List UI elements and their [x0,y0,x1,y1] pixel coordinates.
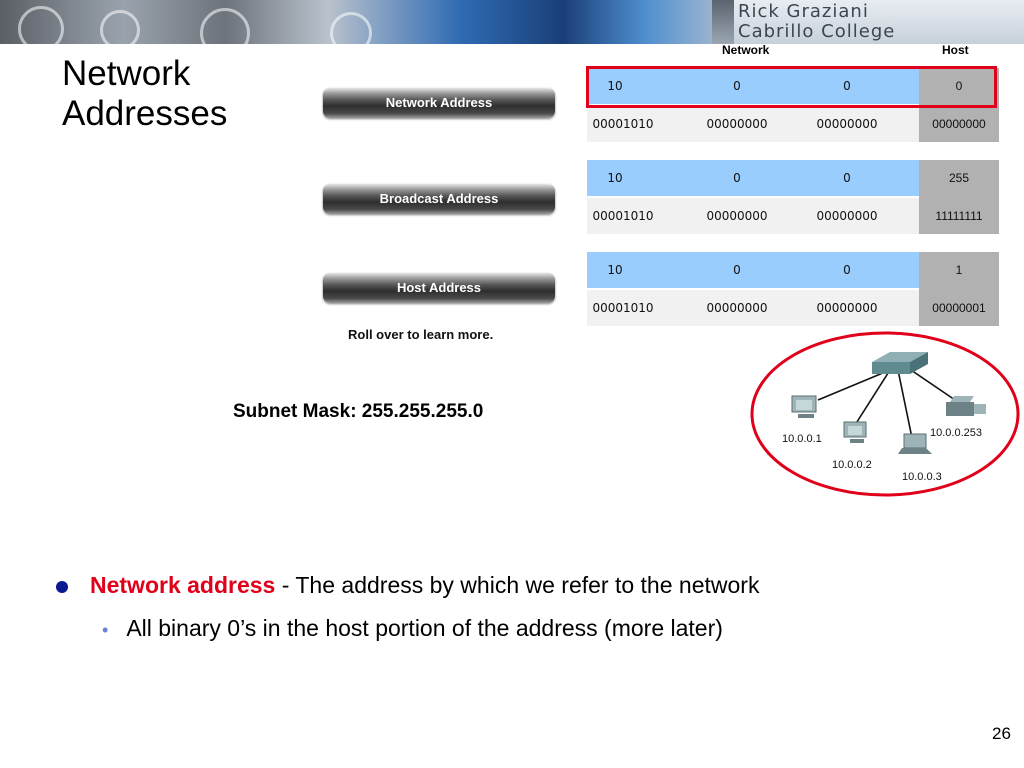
octet-3: 0 [843,171,851,185]
octet-1-binary: 00001010 [592,301,654,315]
printer-icon [946,396,986,416]
cable-graphic [330,12,372,44]
bullet-term: Network address [90,572,276,598]
octet-3: 0 [843,263,851,277]
octet-1-binary: 00001010 [592,117,654,131]
bullet-description: - The address by which we refer to the n… [275,572,760,598]
laptop-icon [898,433,932,454]
subnet-mask-label: Subnet Mask: 255.255.255.0 [233,401,484,422]
cable-graphic [18,6,64,44]
rollover-hint: Roll over to learn more. [348,327,494,342]
brand-college: Cabrillo College [738,21,896,42]
logo-mark [712,0,734,44]
octet-4-binary: 00000001 [932,301,986,315]
network-column-header: Network [722,43,770,57]
octet-2: 0 [733,263,741,277]
host-column-header: Host [942,43,969,57]
octet-3: 0 [843,79,851,93]
octet-4: 1 [955,263,963,277]
title-line-2: Addresses [62,94,228,133]
pc-icon [791,395,817,418]
host-portion [919,160,999,234]
bullet-item: Network address - The address by which w… [56,572,759,599]
broadcast-address-table: 10 0 0 00001010 00000000 00000000 255 11… [587,160,999,234]
ip-label-1: 10.0.0.1 [782,433,822,445]
slide-title: Network Addresses [62,54,227,134]
ip-label-2: 10.0.0.2 [832,459,872,471]
slide-number: 26 [992,724,1011,743]
octet-3-binary: 00000000 [816,117,878,131]
octet-4: 255 [948,171,970,185]
octet-3-binary: 00000000 [816,209,878,223]
octet-1-binary: 00001010 [592,209,654,223]
network-address-button[interactable]: Network Address [323,88,555,118]
octet-2-binary: 00000000 [706,301,768,315]
bullet-square-icon: • [102,620,109,640]
octet-2-binary: 00000000 [706,117,768,131]
octet-4: 0 [955,79,963,93]
octet-1: 10 [607,79,623,93]
bullet-dot-icon [56,580,68,593]
broadcast-address-button[interactable]: Broadcast Address [323,184,555,214]
octet-3-binary: 00000000 [816,301,878,315]
network-diagram: 10.0.0.1 10.0.0.2 10.0.0.3 10.0.0.253 [750,331,1020,497]
cable-graphic [200,8,250,44]
pc-icon [843,421,867,443]
brand-box: Rick Graziani Cabrillo College [712,0,1024,44]
octet-2: 0 [733,79,741,93]
octet-4-binary: 00000000 [932,117,986,131]
brand-name: Rick Graziani [738,1,869,22]
sub-bullet-item: • All binary 0’s in the host portion of t… [102,615,723,642]
cable-graphic [100,10,140,44]
ip-label-4: 10.0.0.253 [930,427,982,439]
header-banner: Rick Graziani Cabrillo College [0,0,1024,44]
diagram-links [817,367,959,439]
diagram-ellipse [750,331,1020,497]
switch-icon [872,352,928,374]
octet-4-binary: 11111111 [935,209,983,223]
host-address-button[interactable]: Host Address [323,273,555,303]
octet-1: 10 [607,171,623,185]
host-address-table: 10 0 0 00001010 00000000 00000000 1 0000… [587,252,999,326]
octet-1: 10 [607,263,623,277]
octet-2: 0 [733,171,741,185]
highlight-frame [586,66,997,108]
ip-label-3: 10.0.0.3 [902,471,942,483]
sub-bullet-text: All binary 0’s in the host portion of th… [126,615,723,641]
host-portion [919,252,999,326]
title-line-1: Network [62,54,191,93]
octet-2-binary: 00000000 [706,209,768,223]
